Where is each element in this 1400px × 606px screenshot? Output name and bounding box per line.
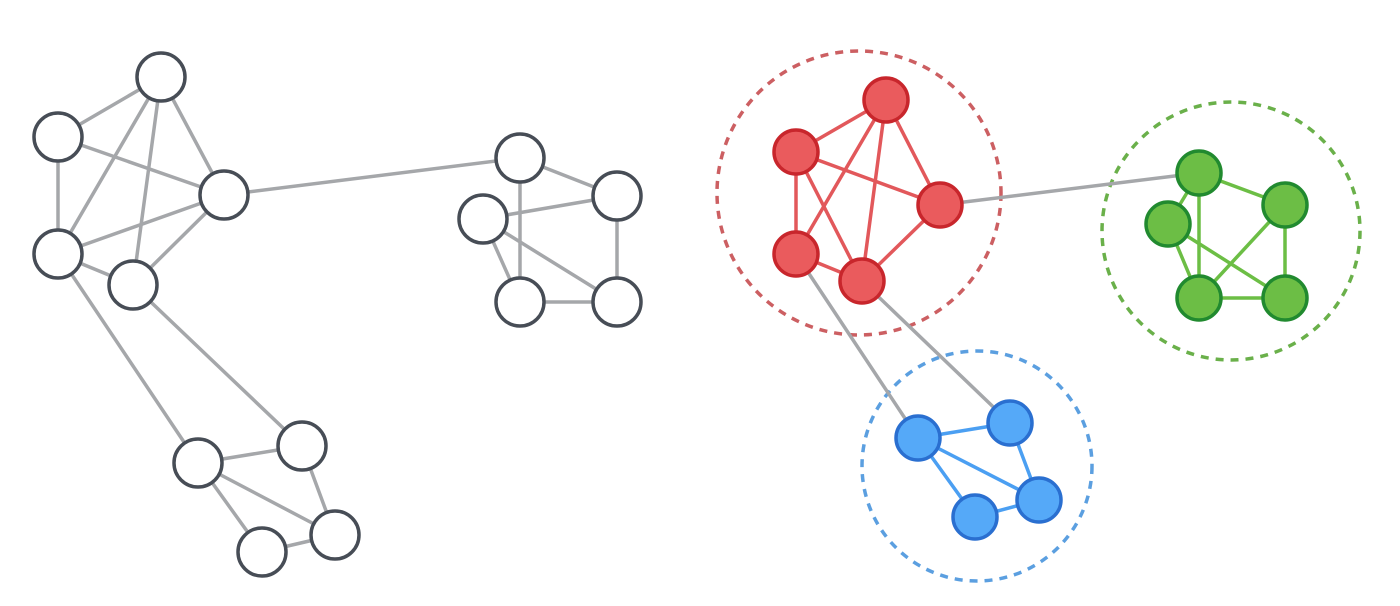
left-edge-a0-a3 <box>56 75 163 256</box>
green-node-g0 <box>1175 149 1223 197</box>
red-node-r3 <box>772 230 820 278</box>
green-node-g1 <box>1144 200 1192 248</box>
left-edge-a2-a3 <box>56 193 226 256</box>
red-cluster-ring <box>715 49 1003 337</box>
green-node-g2 <box>1261 181 1309 229</box>
green-cluster-ring <box>1100 100 1362 362</box>
left-node-c2 <box>309 509 361 561</box>
inter-cluster-edge-r2-g0 <box>938 171 1201 207</box>
left-node-c0 <box>172 437 224 489</box>
left-node-a0 <box>135 51 187 103</box>
left-edge-b1-b4 <box>481 217 619 304</box>
red-edge-r1-r4 <box>794 150 864 283</box>
inter-cluster-edge-r4-b1 <box>860 279 1012 425</box>
left-node-b1 <box>457 193 509 245</box>
left-edge-a2-b0 <box>222 156 522 197</box>
left-edge-a3-c0 <box>56 252 200 465</box>
red-edge-r0-r3 <box>794 98 888 256</box>
left-edge-a1-a2 <box>56 135 226 197</box>
blue-cluster-ring <box>860 349 1094 583</box>
green-node-g4 <box>1261 274 1309 322</box>
left-graph-nodes <box>32 51 643 578</box>
blue-node-b1 <box>986 399 1034 447</box>
blue-node-b3 <box>951 493 999 541</box>
left-edge-c0-c2 <box>196 461 337 537</box>
left-edge-a0-a4 <box>131 75 163 287</box>
red-node-r0 <box>862 76 910 124</box>
left-node-a1 <box>32 111 84 163</box>
red-node-r2 <box>916 181 964 229</box>
left-node-b0 <box>494 132 546 184</box>
cluster-rings <box>715 49 1362 583</box>
inter-cluster-edge-r3-b0 <box>794 252 920 440</box>
left-edge-a4-c1 <box>131 283 304 448</box>
red-edge-r0-r4 <box>860 98 888 283</box>
left-node-a3 <box>32 228 84 280</box>
left-node-a4 <box>107 259 159 311</box>
left-node-b3 <box>494 276 546 328</box>
red-node-r4 <box>838 257 886 305</box>
red-edge-r1-r2 <box>794 150 942 207</box>
red-node-r1 <box>772 128 820 176</box>
left-node-a2 <box>198 169 250 221</box>
right-graph-clustered <box>715 49 1362 583</box>
blue-node-b2 <box>1015 476 1063 524</box>
left-node-c3 <box>236 526 288 578</box>
right-graph-nodes <box>772 76 1309 541</box>
blue-node-b0 <box>894 414 942 462</box>
green-node-g3 <box>1175 274 1223 322</box>
left-node-b4 <box>591 276 643 328</box>
left-graph-ungrouped <box>32 51 643 578</box>
left-node-b2 <box>591 170 643 222</box>
left-node-c1 <box>276 420 328 472</box>
